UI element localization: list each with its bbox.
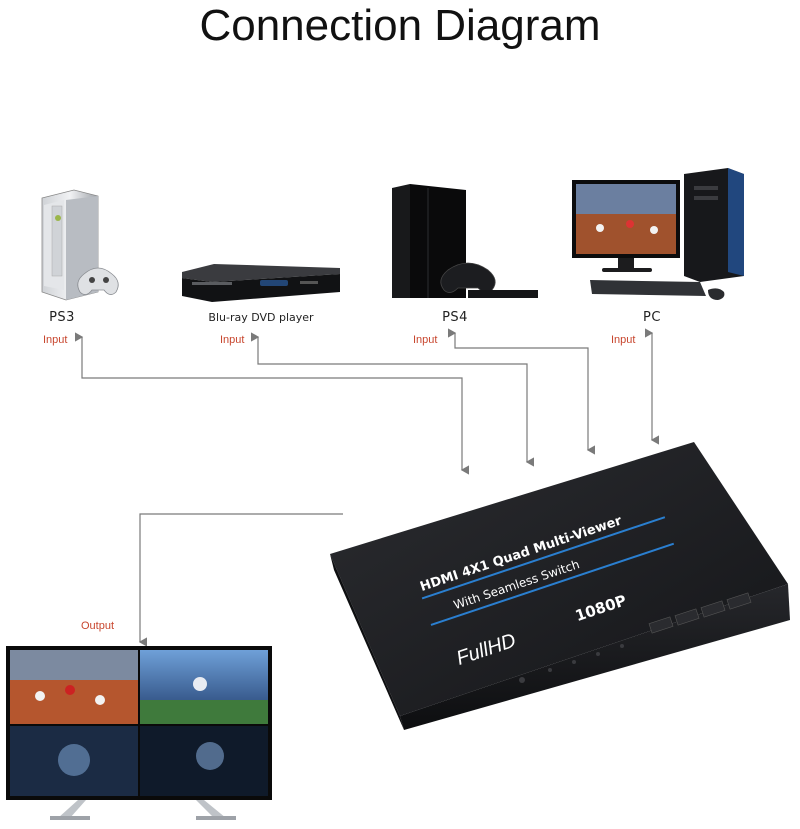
switcher-stripe: [421, 516, 666, 600]
connection-lines: [74, 328, 660, 647]
desktop-pc-icon: [572, 168, 744, 300]
device-label-ps4: PS4: [442, 310, 468, 325]
ps3-line: [74, 332, 470, 475]
xbox-console-icon: [41, 189, 119, 301]
device-label-pc: PC: [643, 310, 661, 325]
dvd-player-icon: [182, 264, 340, 302]
quad-view-tv-icon: [6, 646, 272, 820]
input-label-dvd: Input: [220, 334, 245, 346]
ps4-console-icon: [392, 184, 538, 298]
diagram-title: Connection Diagram: [199, 1, 601, 50]
input-label-pc: Input: [611, 334, 636, 346]
input-label-ps4: Input: [413, 334, 438, 346]
output-line: [138, 513, 343, 647]
multiviewer-switcher: HDMI 4X1 Quad Multi-Viewer With Seamless…: [330, 442, 790, 730]
device-label-dvd: Blu-ray DVD player: [208, 311, 314, 324]
input-label-ps3: Input: [43, 334, 68, 346]
dvd-line: [250, 332, 535, 467]
device-label-ps3: PS3: [49, 310, 75, 325]
output-label: Output: [81, 620, 115, 632]
ps4-line: [447, 328, 596, 455]
